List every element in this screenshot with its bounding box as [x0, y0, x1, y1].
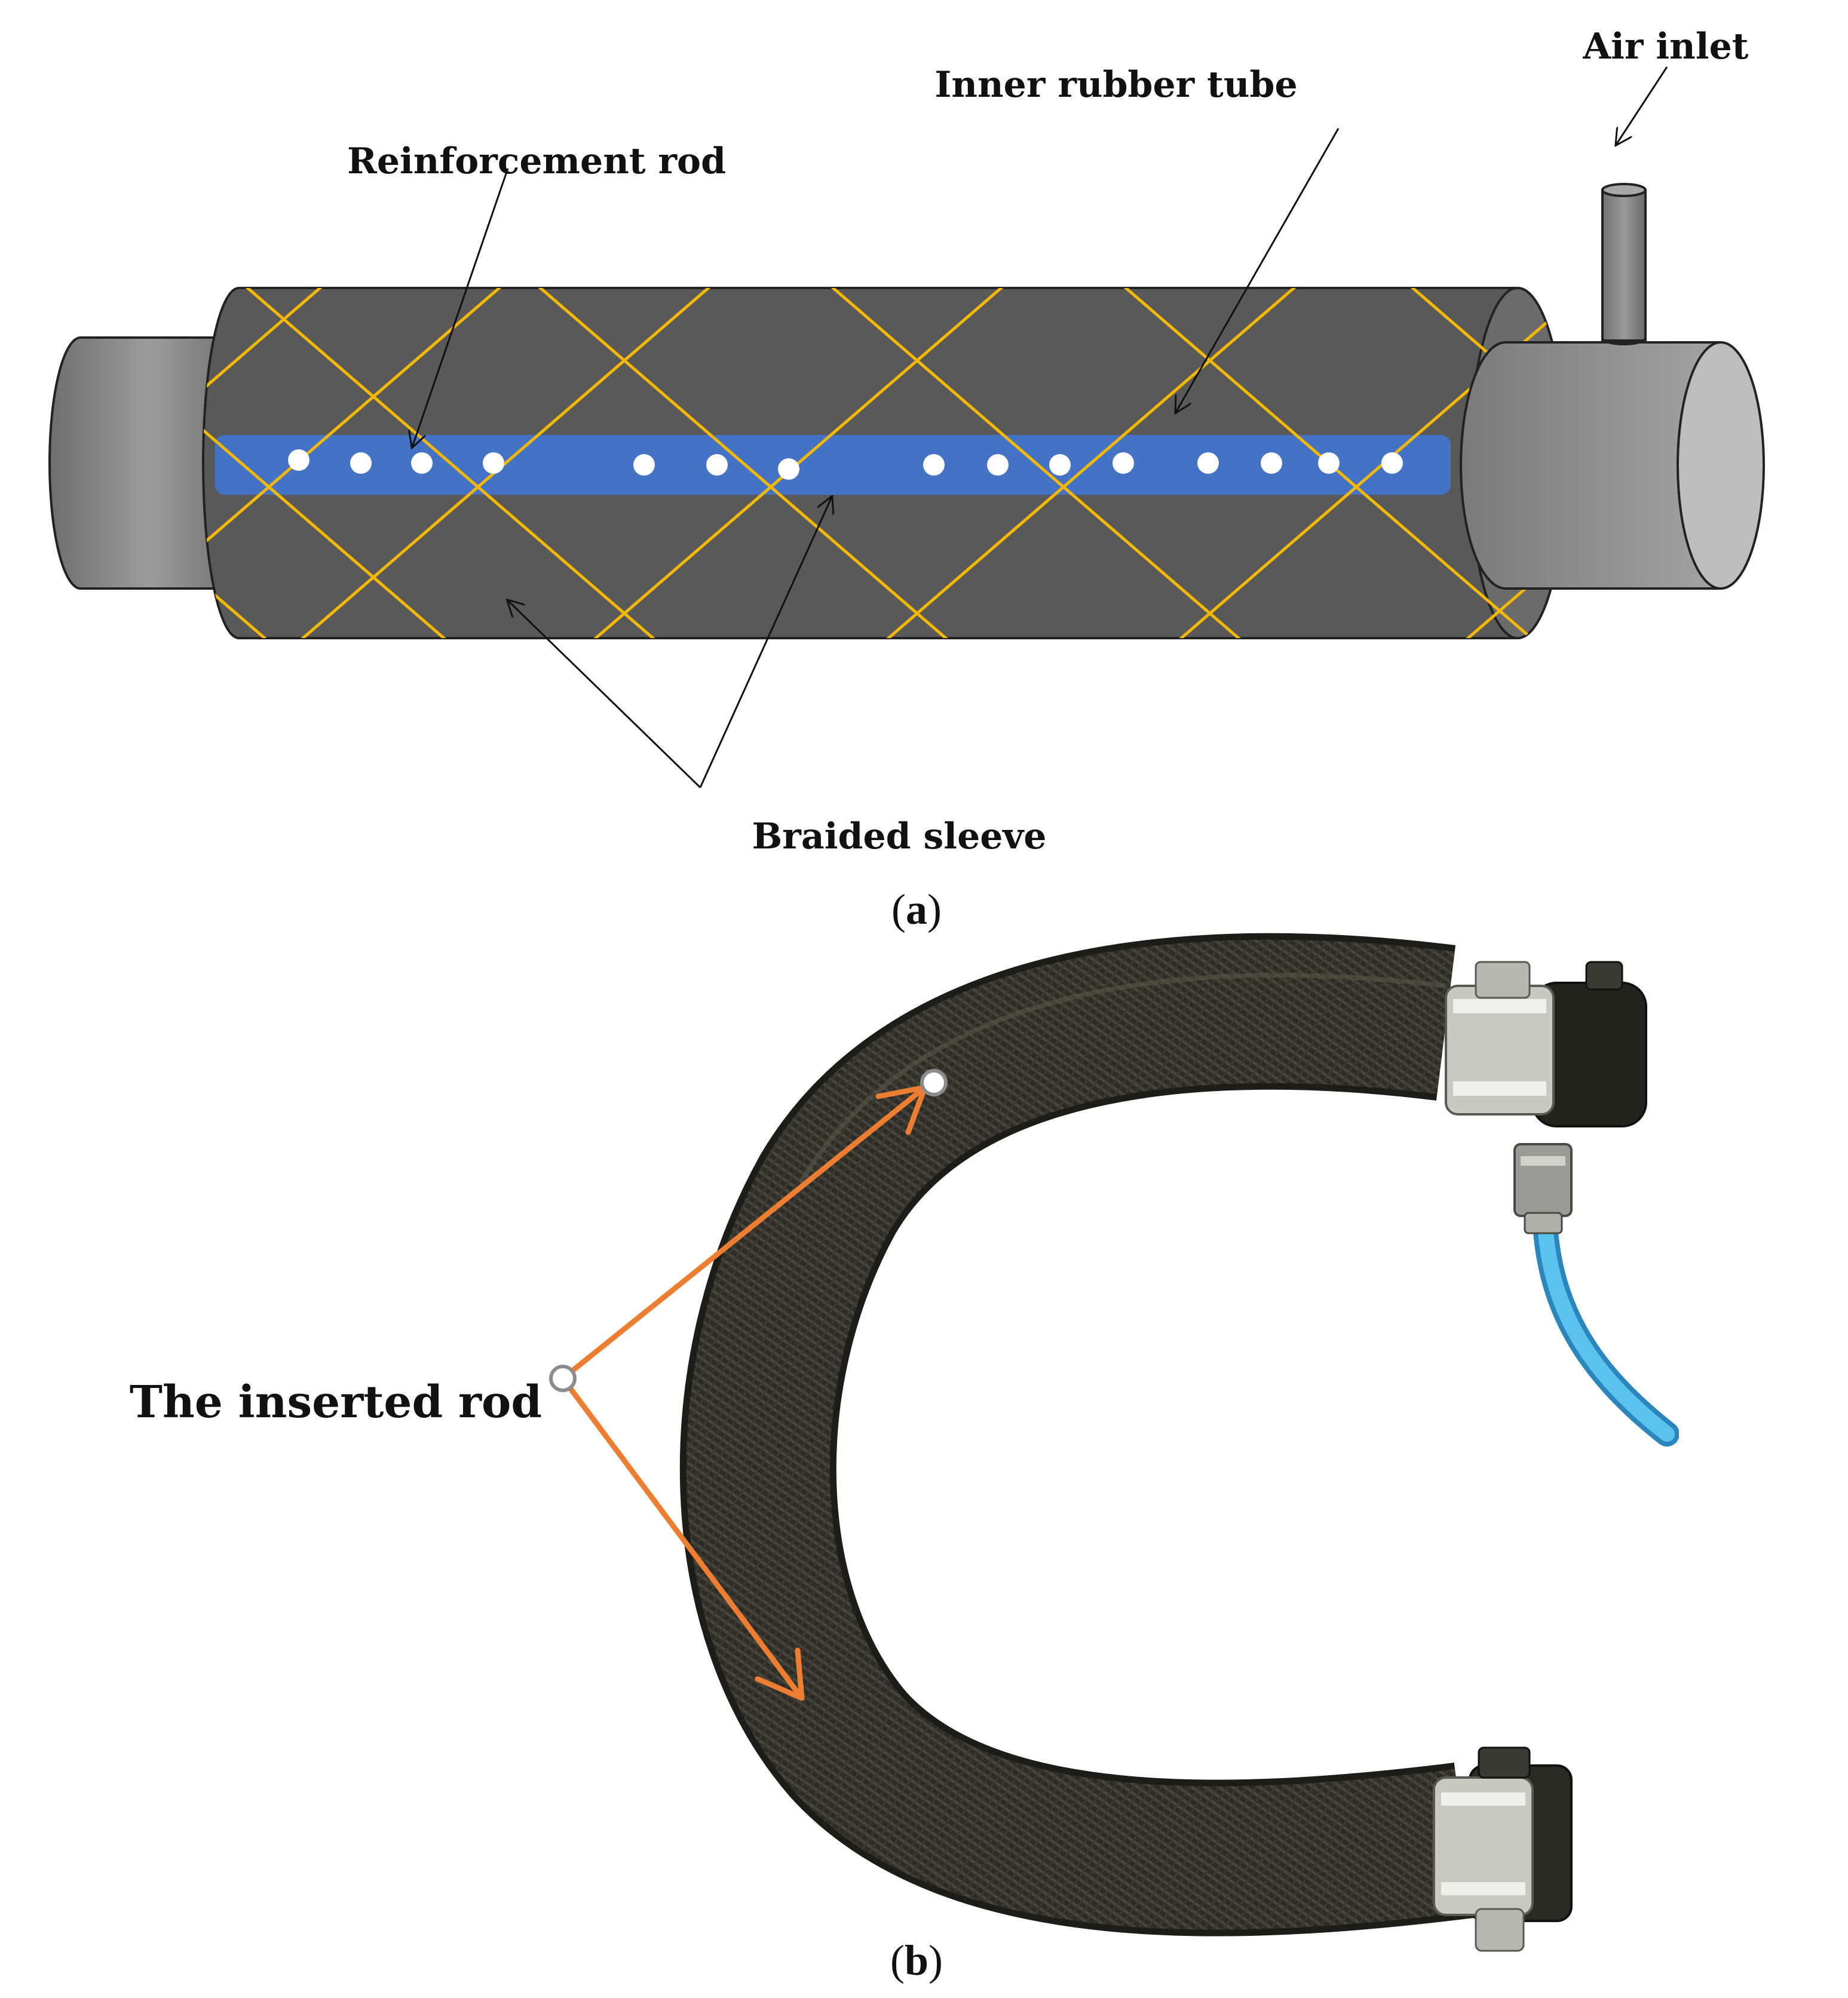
panel-a-diagram: Air inlet Inner rubber tube Reinforcemen…: [48, 26, 1765, 933]
inner-rubber-tube-label: Inner rubber tube: [934, 64, 1297, 106]
braided-sleeve-leader-right: [699, 497, 832, 788]
inserted-rod-arrow-lower: [560, 1375, 805, 1701]
rod-hole: [778, 458, 799, 480]
rod-hole: [1113, 452, 1134, 474]
rod-hole: [923, 454, 945, 476]
rod-hole: [350, 452, 372, 474]
braided-sleeve-leader-left: [508, 600, 701, 789]
rod-hole: [1261, 452, 1282, 474]
inserted-rod-arrow-upper: [560, 1084, 928, 1381]
braided-sleeve-label: Braided sleeve: [752, 816, 1047, 857]
rod-hole: [1049, 454, 1071, 476]
panel-b-photo: The inserted rod (b): [130, 933, 1679, 1984]
rod-hole: [1318, 452, 1340, 474]
left-end-cap: [48, 336, 216, 590]
panel-a-caption: (a): [891, 885, 942, 933]
rod-hole: [1197, 452, 1219, 474]
arrow-tip-handle: [920, 1069, 948, 1096]
inserted-rod-label: The inserted rod: [130, 1377, 542, 1428]
panel-b-caption: (b): [890, 1936, 943, 1984]
blue-air-hose: [1532, 1225, 1679, 1447]
air-fitting: [1513, 1143, 1573, 1234]
inner-rubber-tube-leader: [1176, 128, 1340, 412]
rod-hole: [411, 452, 433, 474]
rod-holes: [288, 449, 1403, 480]
panel-b-caption-letter: b: [905, 1936, 928, 1984]
air-inlet-leader: [1616, 66, 1668, 145]
air-inlet-pipe: [1601, 183, 1647, 345]
right-end-cap: [1460, 341, 1765, 590]
leader-lines: [412, 66, 1668, 789]
arrow-origin-handle: [549, 1365, 577, 1392]
panel-a-caption-letter: a: [906, 885, 927, 933]
bottom-end-connector: [1433, 1746, 1573, 1952]
rod-hole: [633, 454, 655, 476]
air-inlet-label: Air inlet: [1583, 26, 1749, 68]
reinforcement-rod-leader: [412, 168, 509, 447]
reinforcement-rod-label: Reinforcement rod: [347, 140, 726, 182]
reinforcement-rod: [215, 435, 1451, 495]
braided-u-sleeve: [679, 933, 1474, 1936]
top-end-connector: [1445, 961, 1647, 1127]
braided-sleeve-lattice: [203, 288, 1565, 638]
inserted-rod-arrowhead-lower: [755, 1647, 805, 1701]
rod-hole: [706, 454, 728, 476]
rod-hole: [1381, 452, 1403, 474]
rod-hole: [288, 449, 309, 471]
rod-hole: [483, 452, 504, 474]
rod-hole: [987, 454, 1009, 476]
